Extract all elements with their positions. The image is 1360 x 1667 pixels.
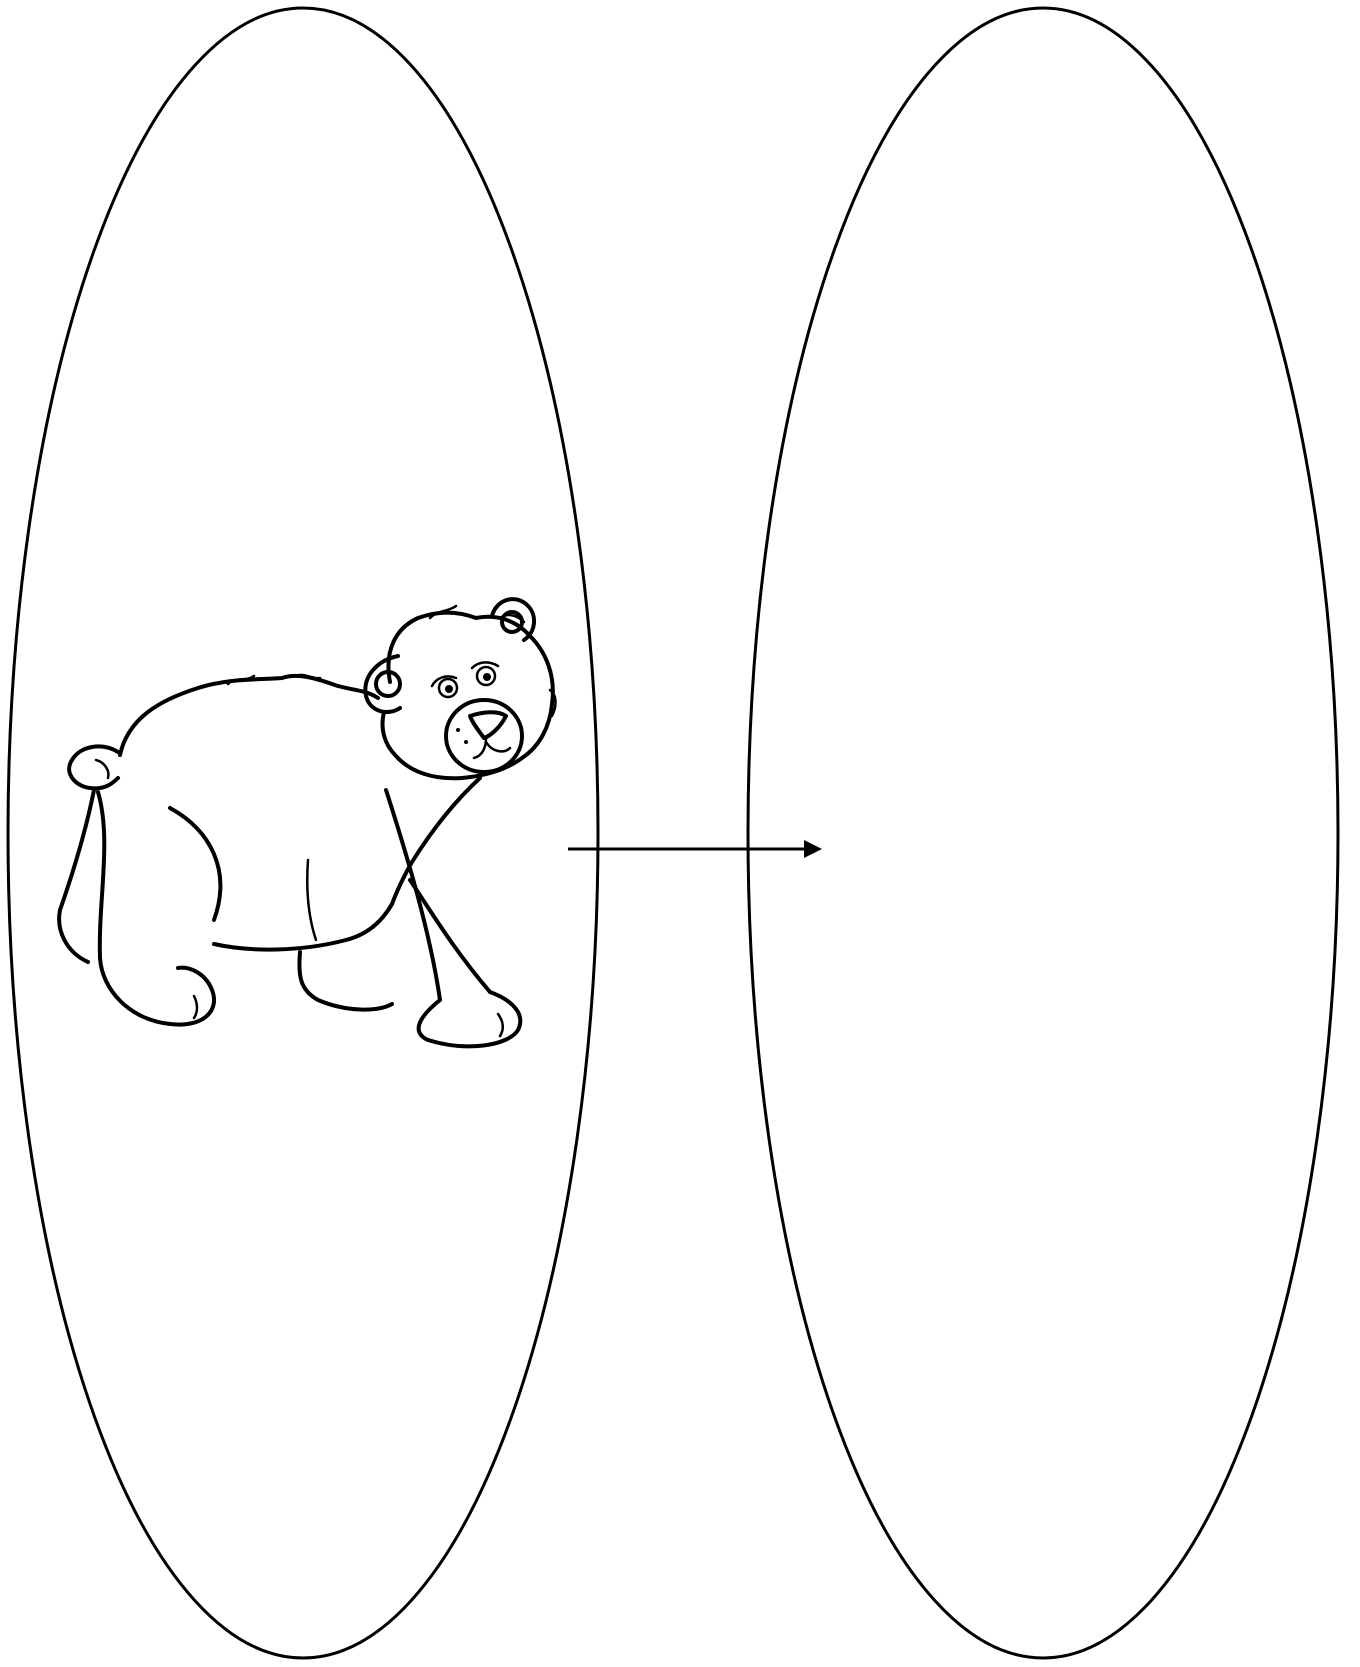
- arrow-head: [804, 840, 822, 858]
- bear-icon: [59, 599, 555, 1046]
- mapping-arrow: [568, 840, 822, 858]
- right-oval: [748, 8, 1338, 1658]
- left-oval: [8, 8, 598, 1658]
